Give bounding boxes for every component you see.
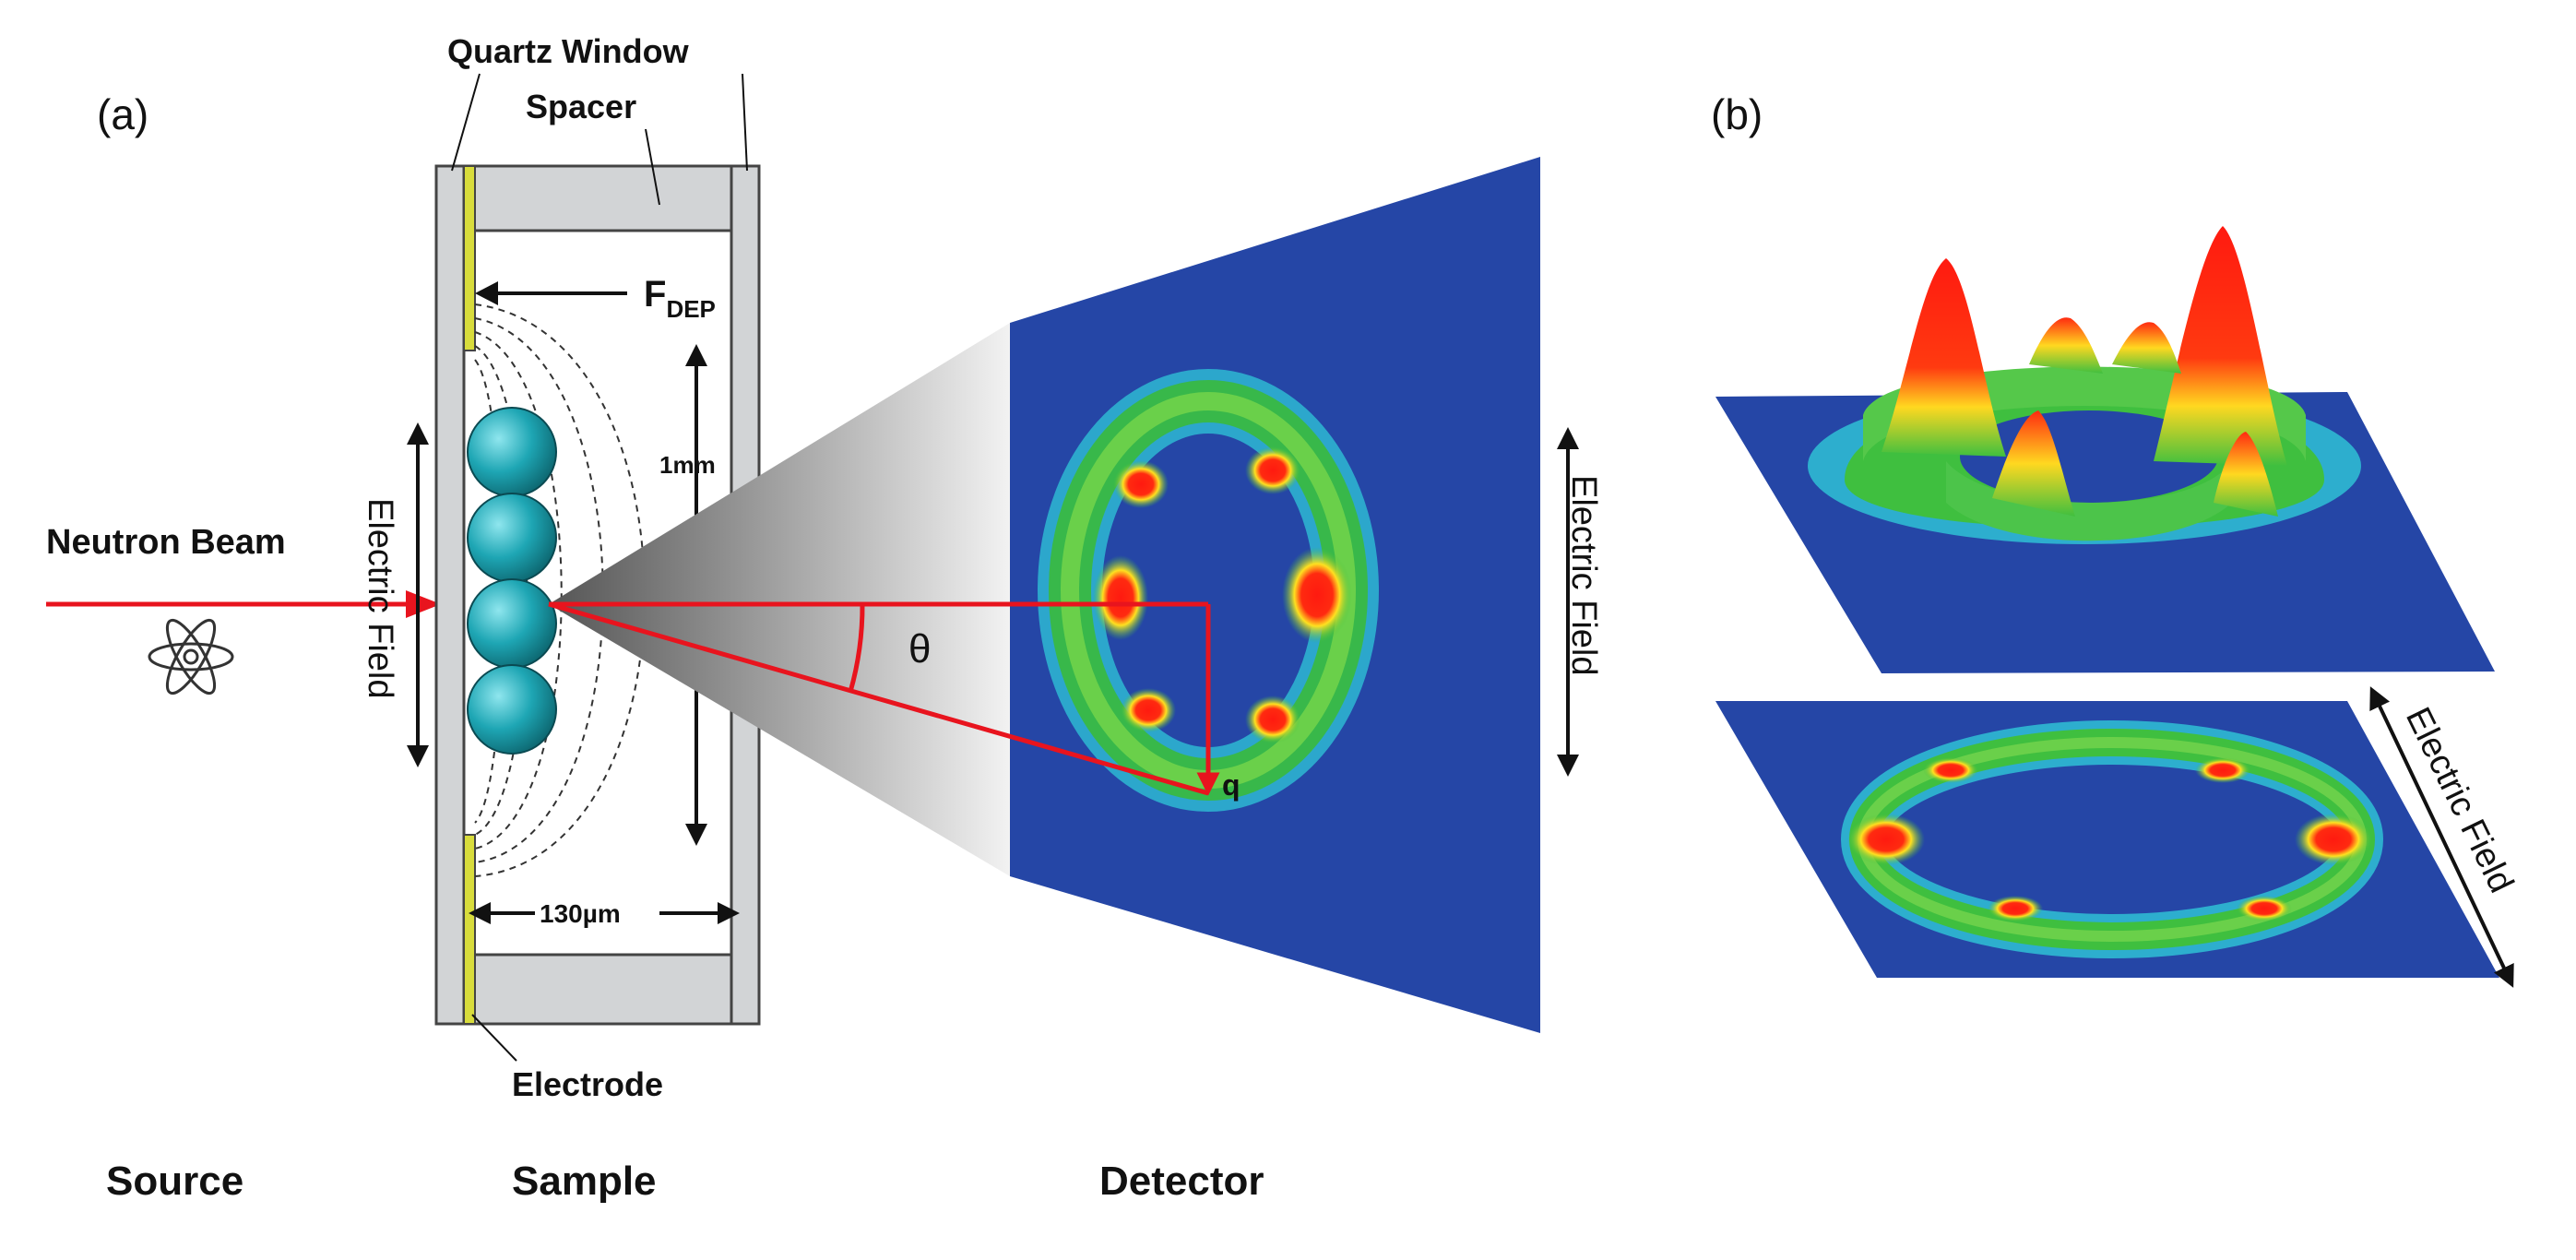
spacer-callout: Spacer xyxy=(526,88,660,206)
projection-spot xyxy=(2295,814,2372,865)
detector-bragg-spots xyxy=(1093,446,1352,743)
stage-label-source: Source xyxy=(106,1159,243,1204)
sphere xyxy=(467,407,557,497)
bragg-spot xyxy=(1245,695,1300,743)
electrode-callout: Electrode xyxy=(471,1014,663,1103)
sphere xyxy=(467,578,557,669)
width-dimension-label: 130µm xyxy=(540,899,621,928)
scattered-beam-line xyxy=(548,601,1209,796)
projection-spot xyxy=(1923,757,1978,783)
surface-peaks xyxy=(1882,226,2287,517)
projection-spot xyxy=(1847,814,1925,865)
electric-field-arrow-left: Electric Field xyxy=(361,422,429,767)
sphere xyxy=(467,664,557,755)
surface-peak xyxy=(2154,226,2287,466)
bragg-spot xyxy=(1121,688,1176,732)
projection-spots xyxy=(1847,757,2372,921)
surface-peak xyxy=(1882,258,2006,457)
spacer-top xyxy=(462,164,733,232)
projection-spot xyxy=(2195,757,2250,783)
surface-peak xyxy=(2214,432,2278,517)
neutron-beam-label: Neutron Beam xyxy=(46,523,286,562)
quartz-window-callout: Quartz Window xyxy=(447,32,748,172)
projection-spot xyxy=(1988,896,2043,921)
sphere xyxy=(467,493,557,583)
dep-force-subscript: DEP xyxy=(666,295,715,323)
theta-label: θ xyxy=(908,626,931,672)
detector xyxy=(1010,157,1540,1033)
quartz-window-left xyxy=(434,164,466,1026)
electrode-bottom xyxy=(463,834,476,1025)
scattering-geometry xyxy=(548,601,1220,796)
neutron-atom-icon xyxy=(148,618,234,695)
surface-peak xyxy=(2029,317,2103,374)
stage-label-detector: Detector xyxy=(1099,1159,1264,1204)
bragg-spot xyxy=(1282,547,1352,643)
bragg-spot xyxy=(1113,460,1169,508)
dep-force-label: FDEP xyxy=(644,274,716,323)
electric-field-arrow-right: Electric Field xyxy=(1557,427,1603,777)
colloid-spheres xyxy=(467,407,557,755)
bragg-spot xyxy=(1245,446,1300,494)
detector-plane xyxy=(1010,157,1540,1033)
theta-arc xyxy=(848,603,865,693)
electric-field-label-left: Electric Field xyxy=(361,498,399,699)
stage-label-sample: Sample xyxy=(512,1159,657,1204)
scattering-cone xyxy=(549,323,1010,876)
surface-peak xyxy=(1992,410,2075,517)
panel-label-b: (b) xyxy=(1711,90,1763,138)
spacer-label: Spacer xyxy=(526,88,636,125)
panel-label-a: (a) xyxy=(97,90,148,138)
width-dimension: 130µm xyxy=(469,895,740,932)
dep-force-arrow: FDEP xyxy=(475,274,716,323)
surface-peak xyxy=(2112,322,2181,374)
projection-spot xyxy=(2237,896,2292,921)
height-dimension-label: 1mm xyxy=(659,451,716,479)
electric-field-label-right: Electric Field xyxy=(1564,475,1603,676)
spacer-bottom xyxy=(462,953,733,1026)
dep-force-symbol: F xyxy=(644,274,666,315)
electrode-label: Electrode xyxy=(512,1065,663,1103)
projection-plot-2d xyxy=(1715,701,2499,978)
surface-plot-3d xyxy=(1715,226,2495,673)
quartz-window-label: Quartz Window xyxy=(447,32,690,70)
bragg-spot xyxy=(1093,555,1148,640)
electrode-top xyxy=(463,165,476,351)
q-label: q xyxy=(1222,768,1241,802)
